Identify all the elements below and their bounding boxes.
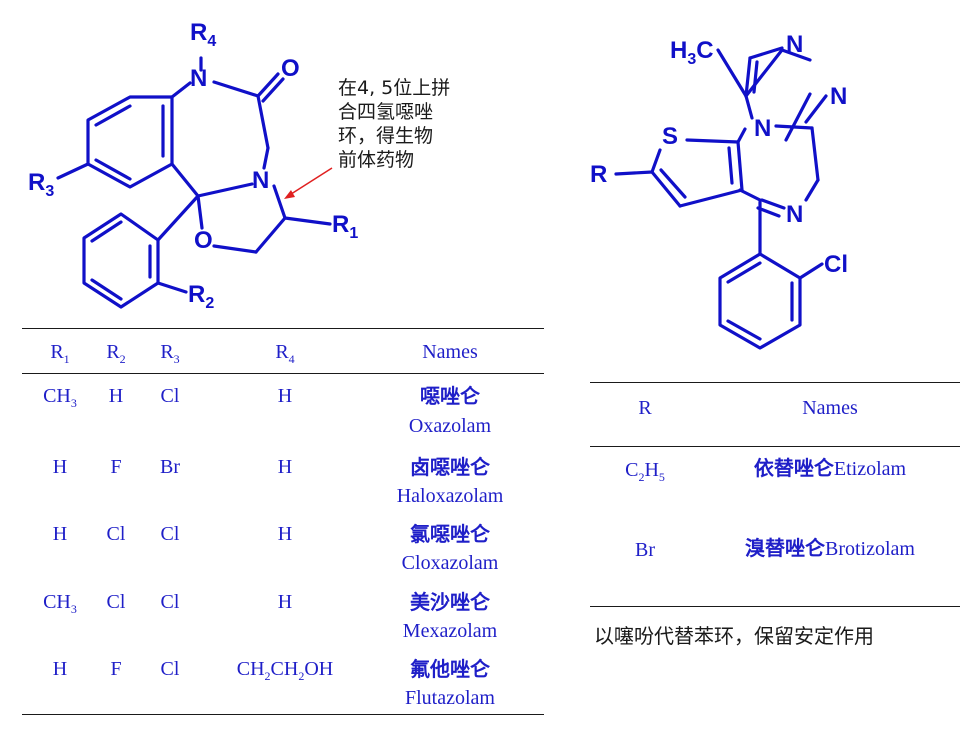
h3c-label: H3C	[670, 37, 714, 68]
n1-label: N	[786, 31, 803, 58]
row2-r3: Br	[160, 456, 180, 478]
n1-label: N	[190, 65, 207, 92]
row5-r3: Cl	[160, 658, 180, 680]
header-r4: R4	[275, 341, 295, 366]
row4-r2: Cl	[106, 591, 126, 613]
row3-name-cn: 氯噁唑仑	[410, 522, 490, 546]
row3-r3: Cl	[160, 523, 180, 545]
header-names: Names	[422, 341, 478, 363]
row5-r2: F	[110, 658, 122, 680]
row5-r4: CH2CH2OH	[236, 658, 334, 683]
r-label: R	[590, 161, 607, 188]
r3-label: R3	[28, 169, 54, 200]
row2-name-en: Haloxazolam	[396, 485, 504, 507]
right-rule-header	[590, 446, 960, 447]
left-table: R1 R2 R3 R4 Names CH3 H Cl H 噁唑仑 Oxazola…	[22, 328, 544, 715]
right-rule-top	[590, 382, 960, 383]
row1-r3: Cl	[160, 385, 180, 407]
right-row1-name-cn: 依替唑仑	[753, 456, 834, 480]
right-row2-name-cn: 溴替唑仑	[745, 536, 825, 560]
row2-r4: H	[277, 456, 293, 478]
row1-r2: H	[108, 385, 124, 407]
s-label: S	[662, 123, 678, 150]
annotation-line: 环，得生物	[338, 125, 434, 147]
row3-r4: H	[277, 523, 293, 545]
row4-name-cn: 美沙唑仑	[410, 590, 490, 614]
right-row2-name: 溴替唑仑Brotizolam	[720, 536, 940, 561]
right-rule-bottom	[590, 606, 960, 607]
row1-name-en: Oxazolam	[408, 415, 492, 437]
row1-name-cn: 噁唑仑	[420, 384, 480, 408]
r4-label: R4	[190, 19, 216, 50]
table-rule-bottom	[22, 714, 544, 715]
right-row1-r: C2H5	[625, 459, 665, 484]
right-header-names: Names	[802, 397, 858, 419]
row5-name-en: Flutazolam	[405, 687, 495, 709]
table-rule-top	[22, 328, 544, 329]
right-row2-name-en: Brotizolam	[825, 538, 915, 560]
right-structure: H3C N N N S R N Cl	[590, 31, 848, 350]
footnote: 以噻吩代替苯环，保留安定作用	[594, 624, 874, 648]
row3-r1: H	[52, 523, 68, 545]
row4-r4: H	[277, 591, 293, 613]
annotation-text: 在4, 5位上拼 合四氢噁唑 环，得生物 前体药物	[338, 76, 498, 172]
right-row2-r: Br	[635, 539, 655, 561]
n4-label: N	[786, 201, 803, 228]
row2-r2: F	[110, 456, 122, 478]
row5-r1: H	[52, 658, 68, 680]
right-row1-name: 依替唑仑Etizolam	[720, 456, 940, 481]
carbonyl-o-label: O	[281, 55, 300, 82]
n3-label: N	[754, 115, 771, 142]
header-r1: R1	[50, 341, 70, 366]
table-rule-header	[22, 373, 544, 374]
row3-name-en: Cloxazolam	[401, 552, 499, 574]
annotation-line: 前体药物	[338, 149, 415, 171]
header-r2: R2	[106, 341, 126, 366]
annotation-line: 合四氢噁唑	[338, 101, 434, 123]
n4-label: N	[252, 167, 269, 194]
r1-label: R1	[332, 211, 358, 242]
row4-r1: CH3	[43, 591, 77, 616]
header-r3: R3	[160, 341, 180, 366]
row2-r1: H	[52, 456, 68, 478]
r2-label: R2	[188, 281, 214, 312]
ring-o-label: O	[194, 227, 213, 254]
right-header-r: R	[638, 397, 652, 419]
row5-name-cn: 氟他唑仑	[410, 657, 490, 681]
right-row1-name-en: Etizolam	[833, 458, 907, 480]
row3-r2: Cl	[106, 523, 126, 545]
n2-label: N	[830, 83, 847, 110]
cl-label: Cl	[824, 251, 848, 278]
left-structure: R4 N O R3 N R1 O R2	[28, 19, 358, 312]
row1-r1: CH3	[43, 385, 77, 410]
row1-r4: H	[277, 385, 293, 407]
row4-r3: Cl	[160, 591, 180, 613]
row4-name-en: Mexazolam	[402, 620, 498, 642]
row2-name-cn: 卤噁唑仑	[410, 455, 490, 479]
annotation-line: 在4, 5位上拼	[338, 77, 451, 99]
